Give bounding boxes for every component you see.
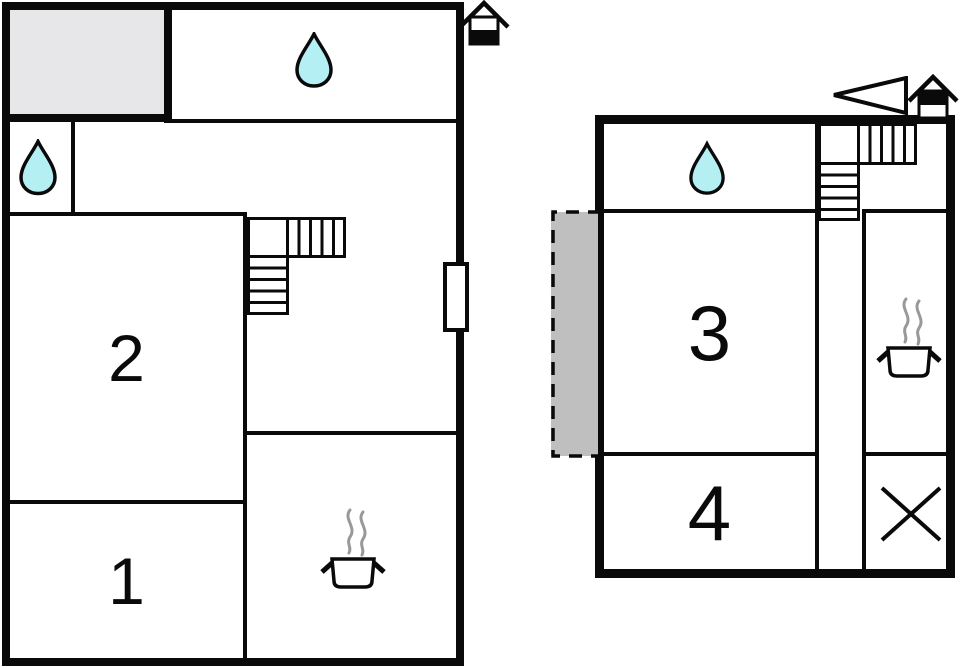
door-marker [443,262,469,332]
wall-outer-right [946,115,955,578]
room-3-label: 3 [687,288,732,377]
terrace-area [2,2,172,122]
wall-outer-left [2,2,10,666]
wall-kitchen-top [862,209,946,213]
room-3: 3 [604,213,815,452]
room-2: 2 [10,215,243,500]
wall-room-divider [2,500,245,504]
stairs-icon [818,123,917,221]
wall-bathroom-bottom [164,119,456,123]
terrace-dashed-border [551,210,601,458]
wall-outer-right [456,2,464,666]
room-4-label: 4 [687,468,732,557]
water-drop-icon [19,139,57,196]
wall-outer-bottom [2,658,464,666]
wall-small-bathroom-right [71,120,75,215]
house-level-upper-icon [907,74,959,120]
wall-bathroom-bottom [604,209,818,213]
wall-hall-bottom [2,212,247,216]
terrace-area [551,212,598,456]
wall-room-divider [604,452,818,456]
wall-storeroom-top [862,452,946,456]
wall-kitchen-top [243,431,456,435]
room-4: 4 [604,456,815,569]
wall-outer-top [2,2,464,10]
room-2-label: 2 [108,320,145,395]
cross-mark-icon [880,486,942,542]
water-drop-icon [689,140,725,195]
wall-outer-top [595,115,955,124]
stairs-icon [247,217,346,315]
room-1-label: 1 [108,543,145,618]
wall-outer-bottom [595,569,955,578]
cooking-pot-icon [320,508,386,589]
water-drop-icon [295,32,333,88]
house-level-ground-icon [458,0,510,46]
wall-corridor-left [815,124,819,569]
direction-arrow-icon [833,76,908,116]
cooking-pot-icon [876,297,942,378]
room-1: 1 [10,503,243,658]
wall-outer-left [595,115,604,578]
wall-center-vertical [243,212,247,658]
wall-kitchen-left [862,209,866,569]
